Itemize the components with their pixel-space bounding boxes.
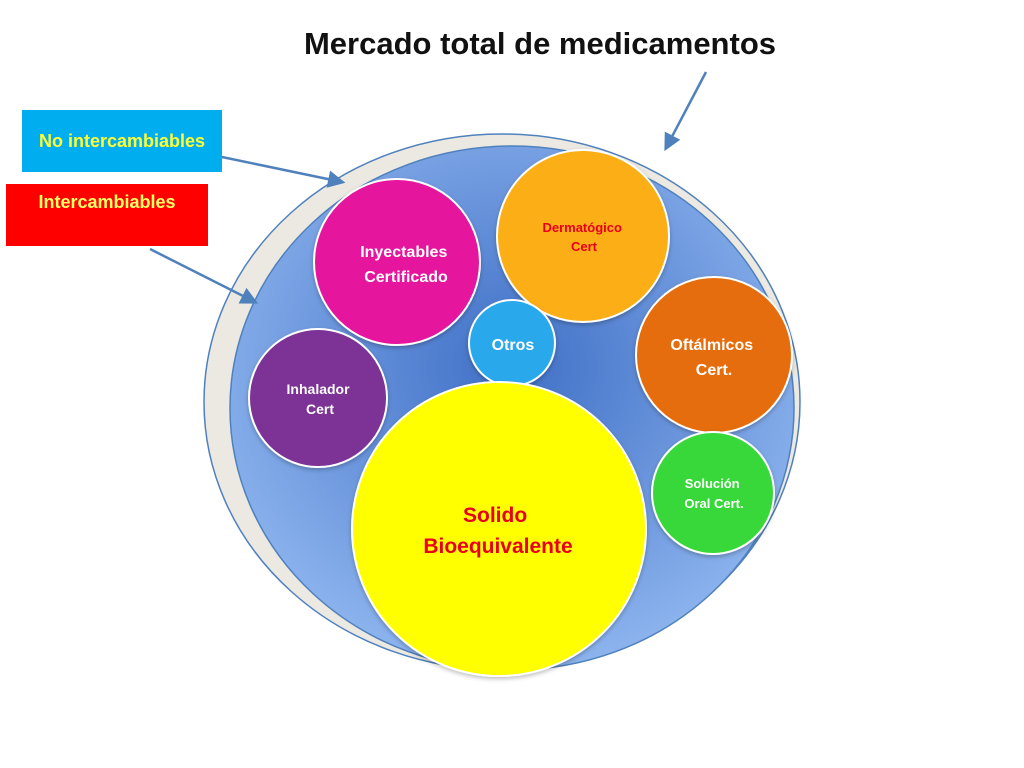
bubble-dermatologico <box>496 149 670 323</box>
svg-text:Otros: Otros <box>492 337 535 354</box>
dermatologico-line1: Dermatógico <box>542 220 622 235</box>
solido-line1: Solido <box>463 504 527 527</box>
legend-no-intercambiables-label: No intercambiables <box>38 131 206 151</box>
bubble-inhalador <box>248 328 388 468</box>
svg-text:Solido Bioequivalente: Solido Bioequivalente <box>423 504 572 558</box>
diagram-title: Mercado total de medicamentos <box>303 26 776 61</box>
inhalador-line1: Inhalador <box>287 381 351 397</box>
legend-intercambiables-label: Intercambiables <box>38 192 176 212</box>
inyectables-line1: Inyectables <box>360 244 447 261</box>
svg-text:Inhalador Cert: Inhalador Cert <box>287 381 354 417</box>
dermatologico-line2: Cert <box>571 239 598 254</box>
legend-no-intercambiables: No intercambiables <box>22 110 222 172</box>
svg-text:Oftálmicos Cert.: Oftálmicos Cert. <box>670 337 757 379</box>
bubble-inyectables <box>313 178 481 346</box>
oftalmicos-line1: Oftálmicos <box>670 337 753 354</box>
bubble-solido <box>351 381 647 677</box>
inyectables-line2: Certificado <box>364 269 448 286</box>
arrow-no-intercambiables <box>221 155 346 188</box>
inhalador-line2: Cert <box>306 401 334 417</box>
bubble-oftalmicos <box>635 276 793 434</box>
bubble-solucion <box>651 431 775 555</box>
svg-text:Solución Oral Cert.: Solución Oral Cert. <box>684 476 743 511</box>
oftalmicos-line2: Cert. <box>696 362 732 379</box>
legend-intercambiables: Intercambiables <box>6 184 208 246</box>
otros-line1: Otros <box>492 337 535 354</box>
svg-text:Dermatógico Cert: Dermatógico Cert <box>542 220 625 254</box>
solucion-line1: Solución <box>685 476 740 491</box>
svg-text:Inyectables Certificado: Inyectables Certificado <box>360 244 452 286</box>
solucion-line2: Oral Cert. <box>684 496 743 511</box>
arrow-intercambiables <box>149 247 259 304</box>
solido-line2: Bioequivalente <box>423 535 572 558</box>
arrow-title <box>664 71 708 152</box>
